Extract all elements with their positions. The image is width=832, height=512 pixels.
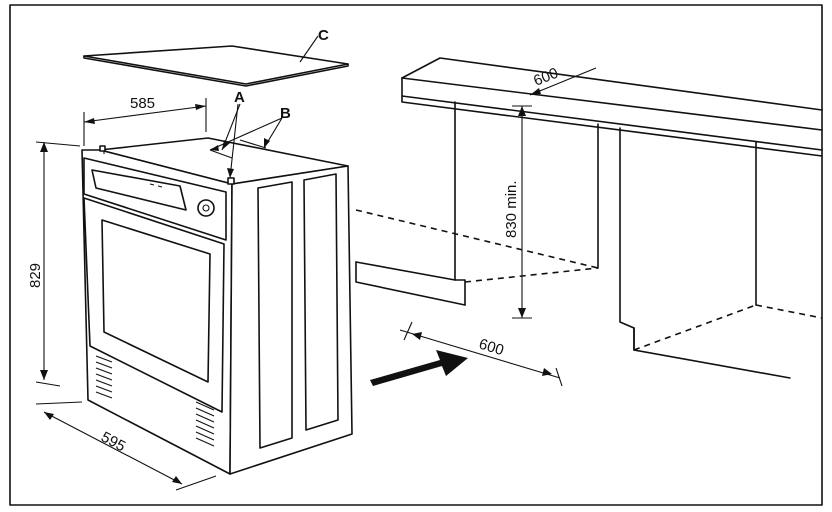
control-knob [197,199,215,217]
niche-depth-label: 600 [531,65,561,90]
niche-width-dimension [399,321,563,387]
niche-depth-dimension [529,67,597,96]
screw-a-front [227,177,235,185]
side-panel-right [303,173,339,431]
door-window [101,219,211,383]
niche-height-dimension [512,105,532,319]
screw-a-back [99,145,106,152]
side-panel-left [257,181,293,449]
niche-width-label: 600 [477,336,506,360]
left-cabinet [355,101,466,306]
niche-height-label: 830 min. [503,180,520,238]
height-dimension [35,141,81,387]
label-b: B [280,105,291,122]
worktop [401,57,823,157]
depth-label: 585 [130,95,155,112]
appliance [81,137,353,475]
niche-dashed-outline [355,209,823,351]
callout-lines [209,35,319,179]
top-panel-c [83,45,349,87]
height-label: 829 [27,263,44,288]
label-a: A [234,89,245,106]
figure-frame [9,4,823,506]
control-panel [83,157,227,241]
front-vents [95,355,215,447]
label-c: C [318,27,329,44]
width-dimension [35,401,217,491]
width-label: 595 [98,429,128,456]
depth-dimension [83,98,207,146]
direction-arrow [370,350,468,386]
right-cabinet [597,123,791,379]
